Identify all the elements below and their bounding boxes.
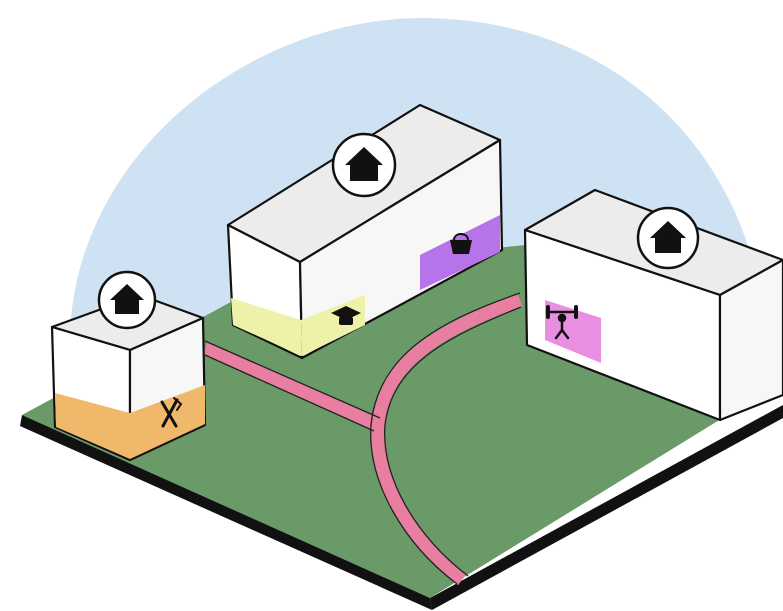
ground-edge-left — [20, 415, 432, 610]
path-curve — [371, 293, 523, 586]
building-small-left — [50, 270, 207, 462]
footpaths — [202, 292, 523, 586]
ground-edge-right — [430, 405, 783, 610]
path-curve-outline — [370, 292, 522, 585]
fork-knife-icon — [160, 397, 183, 428]
home-badge — [97, 270, 157, 330]
restaurant-band-side — [130, 385, 205, 459]
path-diagonal-outline — [204, 340, 381, 432]
path-diagonal — [202, 342, 381, 431]
side-wall — [718, 258, 783, 422]
building-middle-long — [226, 103, 504, 360]
home-badge — [636, 206, 700, 270]
education-band-front — [231, 298, 302, 356]
shopping-basket-icon — [450, 233, 472, 254]
graduation-cap-icon — [331, 306, 361, 325]
weightlifter-icon — [546, 305, 578, 340]
home-badge — [331, 132, 397, 198]
home-icon — [345, 147, 383, 181]
home-icon — [110, 284, 144, 314]
building-right — [523, 188, 783, 422]
home-icon — [650, 221, 686, 253]
restaurant-band-front — [55, 393, 130, 459]
